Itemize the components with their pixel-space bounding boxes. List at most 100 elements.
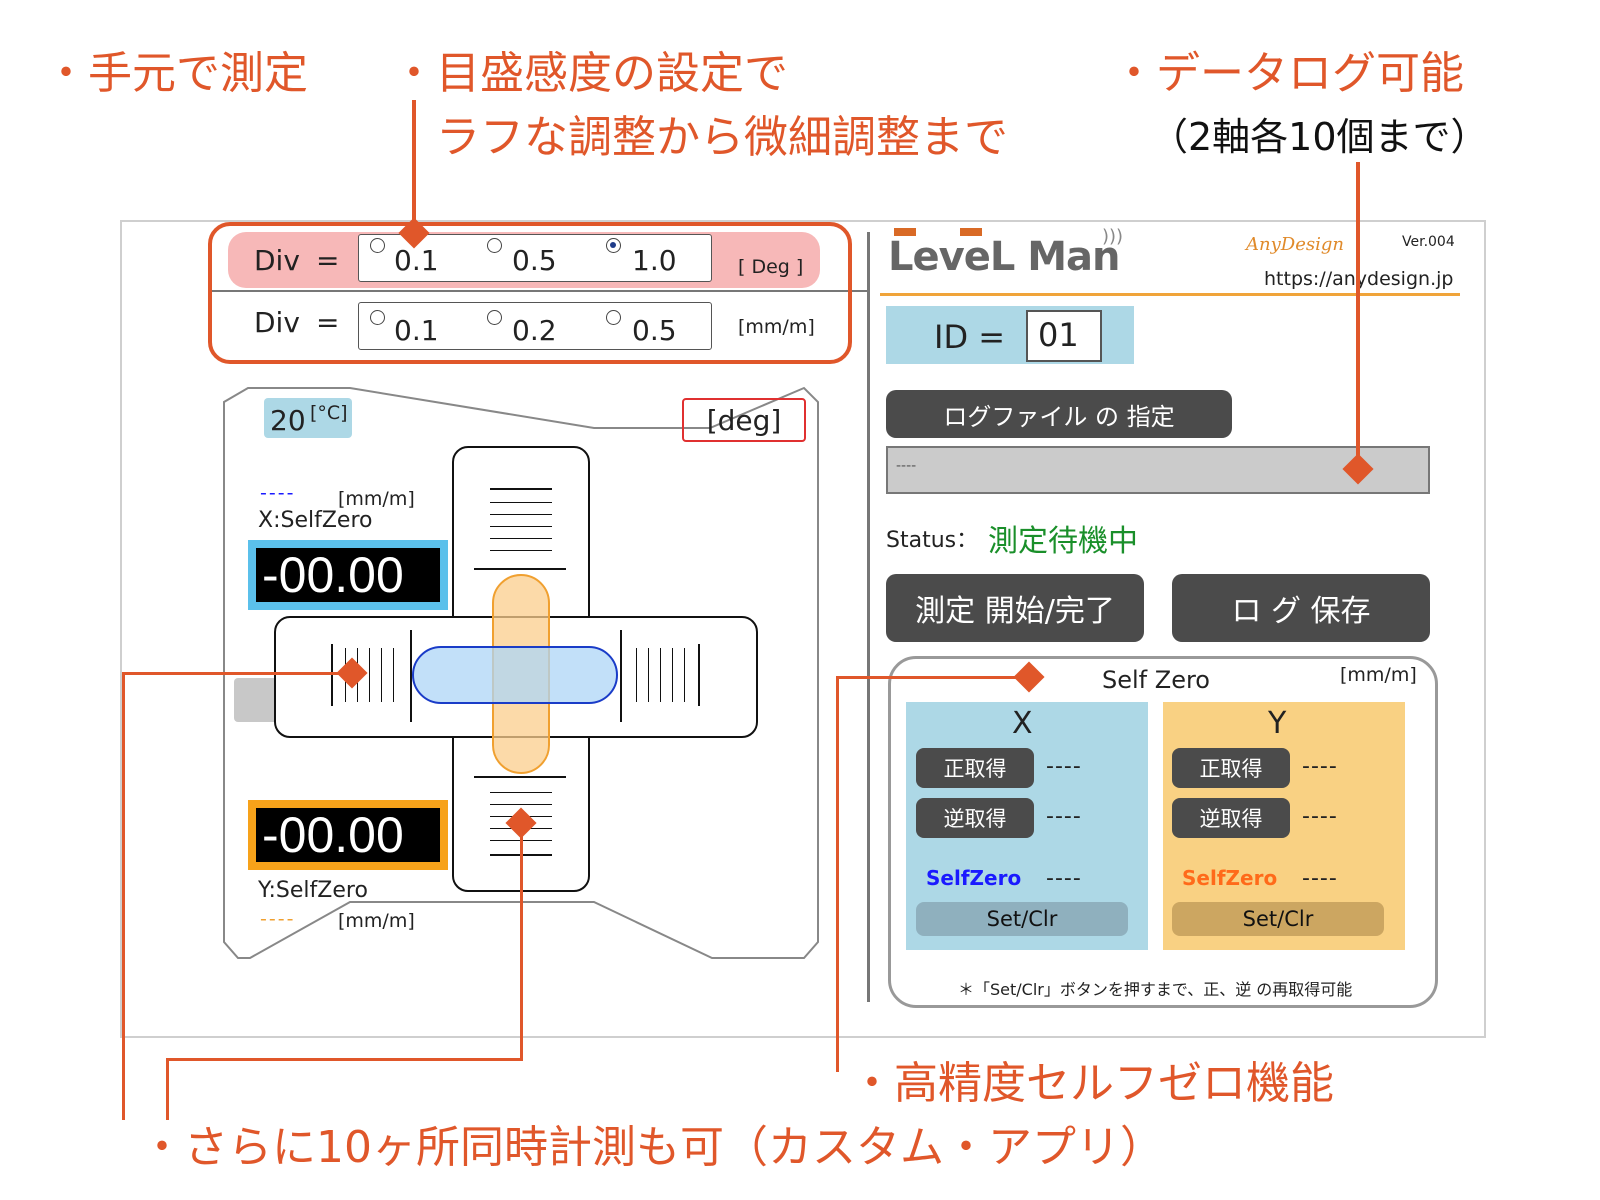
temperature-unit: [°C]: [310, 402, 348, 424]
radio-mm-2-label: 0.5: [632, 314, 677, 347]
temperature-badge: [264, 398, 352, 438]
log-file-path[interactable]: ----: [886, 446, 1430, 494]
deg-unit: [ Deg ]: [738, 256, 804, 278]
id-label: ID =: [934, 318, 1006, 356]
y-forward-button[interactable]: 正取得: [1172, 748, 1290, 788]
status-label: Status：: [886, 528, 979, 553]
y-selfzero-dash: ----: [260, 908, 296, 930]
callout-self-zero: ・高精度セルフゼロ機能: [850, 1058, 1334, 1109]
div-equals-mm: =: [316, 306, 340, 339]
div-label-deg: Div: [254, 244, 300, 277]
callout-datalog-line2: （2軸各10個まで）: [1150, 115, 1489, 159]
div-label-mm: Div: [254, 306, 300, 339]
x-tick: [636, 648, 637, 702]
leader-line: [836, 676, 1030, 679]
x-tick: [381, 648, 382, 702]
x-reverse-value: ----: [1046, 804, 1082, 829]
leader-line: [122, 672, 125, 1120]
logo-accent: [894, 228, 916, 236]
radio-mm-0-label: 0.1: [394, 314, 439, 347]
y-tick: [490, 538, 552, 539]
leader-line: [1356, 162, 1360, 466]
x-value-display: -00.00: [256, 547, 440, 603]
y-forward-value: ----: [1302, 754, 1338, 779]
x-tick: [393, 648, 394, 702]
y-axis-label: Y: [1268, 706, 1287, 741]
x-selfzero-result-value: ----: [1046, 866, 1082, 891]
x-tick: [369, 648, 370, 702]
log-file-button[interactable]: ログファイル の 指定: [886, 390, 1232, 438]
radio-deg-2-label: 1.0: [632, 244, 677, 277]
x-tick: [331, 644, 333, 706]
x-tick: [672, 648, 673, 702]
y-selfzero-unit: [mm/m]: [338, 910, 415, 932]
x-tick: [684, 648, 685, 702]
x-axis-label: X: [1012, 706, 1033, 741]
radio-deg-0-label: 0.1: [394, 244, 439, 277]
callout-datalog-line1: ・データログ可能: [1112, 48, 1464, 99]
x-selfzero-label: X:SelfZero: [258, 508, 373, 533]
radio-deg-1[interactable]: [487, 238, 502, 253]
leader-line: [412, 100, 416, 230]
x-forward-value: ----: [1046, 754, 1082, 779]
mode-indicator[interactable]: [deg]: [682, 398, 806, 442]
callout-measure-at-hand: ・手元で測定: [44, 48, 308, 99]
mm-unit: [mm/m]: [738, 316, 815, 338]
brand-logo: AnyDesign: [1246, 234, 1344, 255]
y-selfzero-result-label: SelfZero: [1182, 866, 1278, 890]
callout-div-setting-line1: ・目盛感度の設定で: [392, 48, 788, 99]
leader-line: [122, 672, 352, 675]
radio-mm-1[interactable]: [487, 310, 502, 325]
y-reverse-value: ----: [1302, 804, 1338, 829]
measure-button[interactable]: 測定 開始/完了: [886, 574, 1144, 642]
x-selfzero-dash: ----: [260, 482, 296, 504]
x-reverse-button[interactable]: 逆取得: [916, 798, 1034, 838]
y-selfzero-label: Y:SelfZero: [258, 878, 368, 903]
x-tick-major: [620, 630, 622, 722]
y-value-display: -00.00: [256, 807, 440, 863]
app-logo: LeveL Man: [888, 234, 1121, 280]
x-tick: [648, 648, 649, 702]
mm-radio-group: [358, 302, 712, 350]
self-zero-note: ＊「Set/Clr」ボタンを押すまで、正、逆 の再取得可能: [958, 980, 1353, 999]
y-setclr-button[interactable]: Set/Clr: [1172, 902, 1384, 936]
x-tick: [660, 648, 661, 702]
y-selfzero-result-value: ----: [1302, 866, 1338, 891]
device-side-tab: [234, 678, 274, 722]
y-tick: [490, 488, 552, 490]
self-zero-title: Self Zero: [1102, 666, 1210, 694]
callout-div-setting-line2: ラフな調整から微細調整まで: [436, 112, 1008, 163]
version-label: Ver.004: [1402, 234, 1455, 250]
leader-line: [520, 824, 523, 1060]
logo-accent: [960, 228, 982, 236]
x-forward-button[interactable]: 正取得: [916, 748, 1034, 788]
leader-line: [166, 1058, 169, 1120]
x-bubble: [412, 646, 618, 704]
header-underline: [880, 293, 1460, 296]
y-tick: [490, 526, 552, 527]
save-log-button[interactable]: ロ グ 保存: [1172, 574, 1430, 642]
radio-deg-0[interactable]: [370, 238, 385, 253]
y-reverse-button[interactable]: 逆取得: [1172, 798, 1290, 838]
id-input[interactable]: 01: [1026, 310, 1102, 362]
y-tick: [490, 792, 552, 793]
y-tick-major: [474, 568, 566, 570]
radio-deg-2[interactable]: [606, 238, 621, 253]
panel-divider: [867, 232, 870, 1002]
radio-mm-2[interactable]: [606, 310, 621, 325]
x-tick: [698, 644, 700, 706]
status-value: 測定待機中: [988, 524, 1138, 559]
x-setclr-button[interactable]: Set/Clr: [916, 902, 1128, 936]
radio-deg-1-label: 0.5: [512, 244, 557, 277]
x-selfzero-result-label: SelfZero: [926, 866, 1022, 890]
x-selfzero-unit: [mm/m]: [338, 488, 415, 510]
y-tick: [490, 804, 552, 805]
row-separator: [212, 290, 868, 292]
div-equals-deg: =: [316, 244, 340, 277]
radio-mm-0[interactable]: [370, 310, 385, 325]
leader-line: [836, 676, 839, 1072]
temperature-value: 20: [270, 404, 306, 437]
radio-mm-1-label: 0.2: [512, 314, 557, 347]
y-tick: [490, 550, 552, 551]
y-tick: [490, 502, 552, 503]
